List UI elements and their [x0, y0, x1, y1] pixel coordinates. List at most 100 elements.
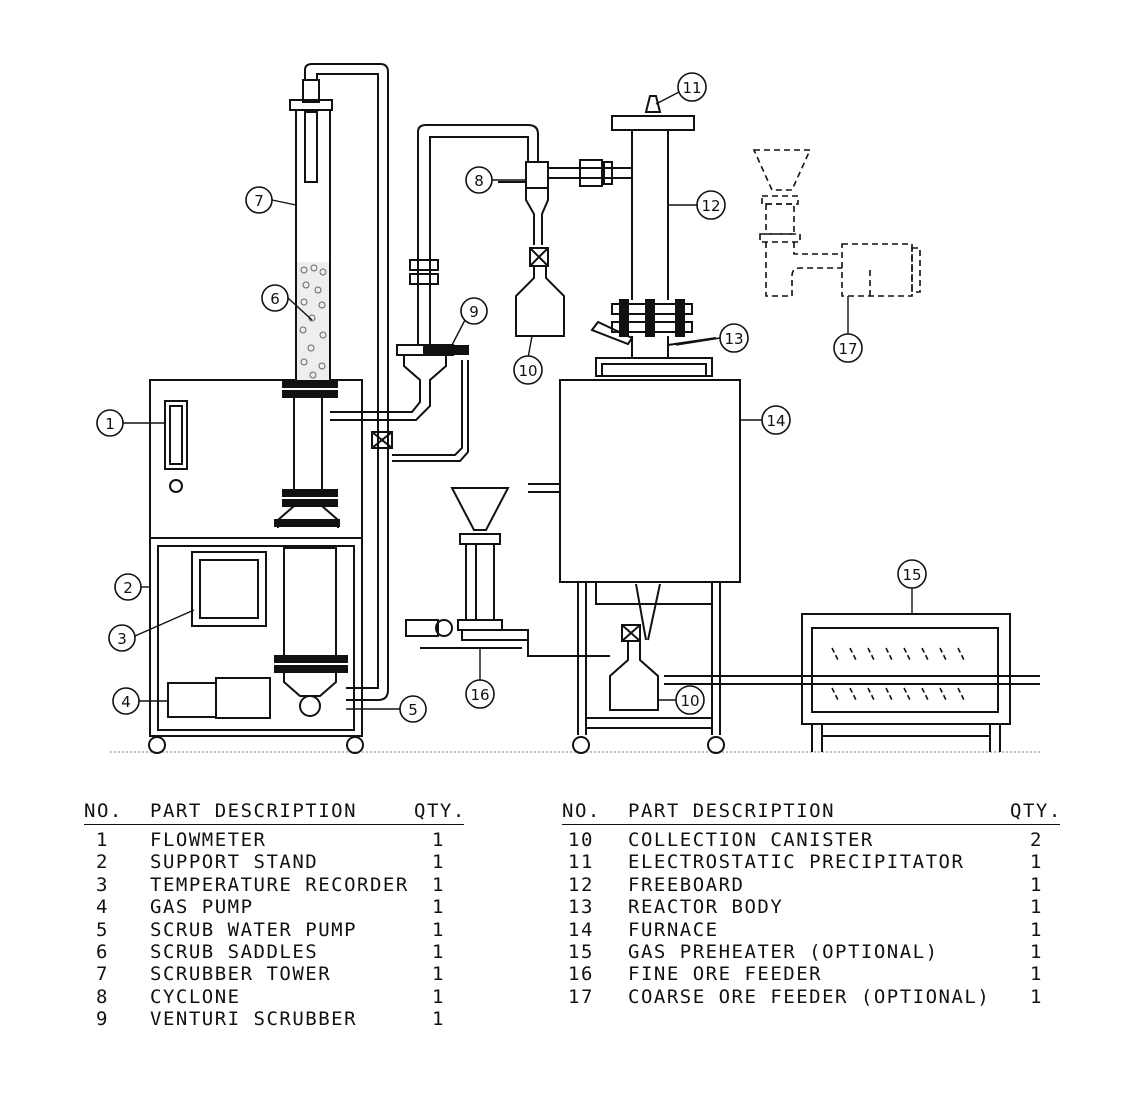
electrostatic-precipitator	[611, 95, 695, 131]
table-row: 7 SCRUBBER TOWER 1	[84, 963, 464, 985]
table-row: 1 FLOWMETER 1	[84, 829, 464, 851]
row-qty: 1	[432, 985, 445, 1008]
callout-5: 5	[408, 701, 418, 719]
row-no: 7	[96, 963, 109, 986]
table-row: 14 FURNACE 1	[562, 919, 1060, 941]
header-no: NO.	[84, 800, 123, 822]
row-qty: 1	[432, 851, 445, 874]
row-qty: 1	[432, 963, 445, 986]
table-row: 2 SUPPORT STAND 1	[84, 851, 464, 873]
row-description: SCRUB WATER PUMP	[150, 918, 358, 941]
callout-17: 17	[838, 340, 857, 358]
cyclone	[498, 150, 632, 337]
callout-15: 15	[902, 566, 921, 584]
table-row: 8 CYCLONE 1	[84, 986, 464, 1008]
header-description: PART DESCRIPTION	[150, 800, 358, 822]
row-description: REACTOR BODY	[628, 896, 784, 919]
return-pipe	[304, 63, 393, 701]
row-qty: 1	[432, 873, 445, 896]
table-row: 10 COLLECTION CANISTER 2	[562, 829, 1060, 851]
row-qty: 1	[1030, 851, 1043, 874]
row-qty: 1	[1030, 896, 1043, 919]
row-description: FURNACE	[628, 918, 719, 941]
callout-12: 12	[701, 197, 720, 215]
callout-10a: 10	[518, 362, 537, 380]
table-row: 4 GAS PUMP 1	[84, 896, 464, 918]
row-no: 2	[96, 851, 109, 874]
header-no: NO.	[562, 800, 601, 822]
process-diagram: 1 2 3 4 5 6 7 8 9 10 10 11 12 13 14 15 1…	[96, 63, 1040, 754]
row-no: 1	[96, 829, 109, 851]
support-stand	[148, 537, 364, 754]
row-no: 4	[96, 896, 109, 919]
row-description: SCRUBBER TOWER	[150, 963, 332, 986]
row-no: 9	[96, 1008, 109, 1031]
row-qty: 1	[1030, 873, 1043, 896]
row-qty: 1	[432, 896, 445, 919]
row-no: 10	[568, 829, 594, 851]
fine-ore-feeder	[405, 487, 610, 657]
row-no: 11	[568, 851, 594, 874]
callout-11: 11	[682, 79, 701, 97]
row-qty: 1	[1030, 985, 1043, 1008]
row-description: CYCLONE	[150, 985, 241, 1008]
callout-numbers: 1 2 3 4 5 6 7 8 9 10 10 11 12 13 14 15 1…	[105, 79, 921, 719]
row-description: COARSE ORE FEEDER (OPTIONAL)	[628, 985, 991, 1008]
callout-circles	[96, 72, 927, 723]
row-description: SUPPORT STAND	[150, 851, 319, 874]
row-no: 5	[96, 918, 109, 941]
row-description: FLOWMETER	[150, 829, 267, 851]
row-description: FINE ORE FEEDER	[628, 963, 823, 986]
gas-pump	[167, 677, 271, 719]
callout-13: 13	[724, 330, 743, 348]
row-description: SCRUB SADDLES	[150, 940, 319, 963]
row-description: GAS PUMP	[150, 896, 254, 919]
row-no: 8	[96, 985, 109, 1008]
scrubber-tower	[274, 79, 348, 717]
row-description: COLLECTION CANISTER	[628, 829, 874, 851]
scrub-saddles	[297, 262, 329, 380]
header-description: PART DESCRIPTION	[628, 800, 836, 822]
callout-8: 8	[474, 172, 484, 190]
row-no: 15	[568, 940, 594, 963]
row-qty: 1	[432, 940, 445, 963]
furnace	[528, 379, 741, 754]
table-row: 13 REACTOR BODY 1	[562, 896, 1060, 918]
row-no: 16	[568, 963, 594, 986]
reactor-body	[590, 320, 717, 377]
callout-16: 16	[470, 686, 489, 704]
callout-1: 1	[105, 415, 115, 433]
coarse-ore-feeder	[752, 149, 921, 297]
callout-2: 2	[123, 579, 133, 597]
row-no: 13	[568, 896, 594, 919]
table-row: 5 SCRUB WATER PUMP 1	[84, 919, 464, 941]
venturi-connecting-pipe	[330, 360, 469, 462]
row-description: VENTURI SCRUBBER	[150, 1008, 358, 1031]
row-qty: 1	[1030, 918, 1043, 941]
row-qty: 1	[432, 918, 445, 941]
callout-14: 14	[766, 412, 785, 430]
row-qty: 2	[1030, 829, 1043, 851]
callout-7: 7	[254, 192, 264, 210]
callout-6: 6	[270, 290, 280, 308]
row-no: 3	[96, 873, 109, 896]
callout-9: 9	[469, 303, 479, 321]
row-qty: 1	[1030, 940, 1043, 963]
row-qty: 1	[432, 829, 445, 851]
row-no: 12	[568, 873, 594, 896]
control-cabinet	[149, 379, 363, 539]
header-qty: QTY.	[414, 800, 466, 822]
row-no: 14	[568, 918, 594, 941]
row-description: FREEBOARD	[628, 873, 745, 896]
row-description: ELECTROSTATIC PRECIPITATOR	[628, 851, 965, 874]
gas-preheater	[801, 613, 1011, 752]
table-row: 11 ELECTROSTATIC PRECIPITATOR 1	[562, 851, 1060, 873]
venturi-scrubber	[396, 124, 539, 392]
